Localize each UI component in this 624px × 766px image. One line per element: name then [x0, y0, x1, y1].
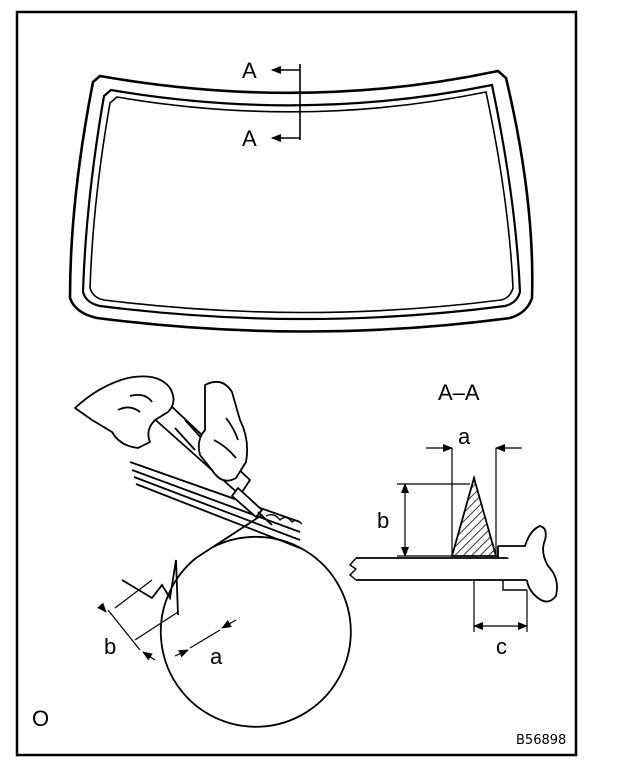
magnified-bead-detail: [97, 514, 352, 728]
dim-b-label: b: [377, 508, 389, 533]
section-marker-lower: A: [242, 126, 257, 151]
dim-c-label: c: [496, 634, 507, 659]
section-marker-upper: A: [242, 58, 257, 83]
cross-section-bead-icon: [348, 444, 558, 632]
figure-border: [15, 10, 578, 757]
section-title: A–A: [438, 380, 480, 405]
detail-dim-a-label: a: [210, 644, 223, 669]
detail-dim-b-label: b: [104, 634, 116, 659]
dim-a-label: a: [458, 424, 471, 449]
figure-code: B56898: [516, 733, 566, 748]
windshield-glass: [68, 69, 534, 333]
section-line-a-a: [271, 64, 301, 142]
corner-mark: O: [32, 706, 49, 731]
sealant-gun-hands-icon: [74, 375, 303, 549]
